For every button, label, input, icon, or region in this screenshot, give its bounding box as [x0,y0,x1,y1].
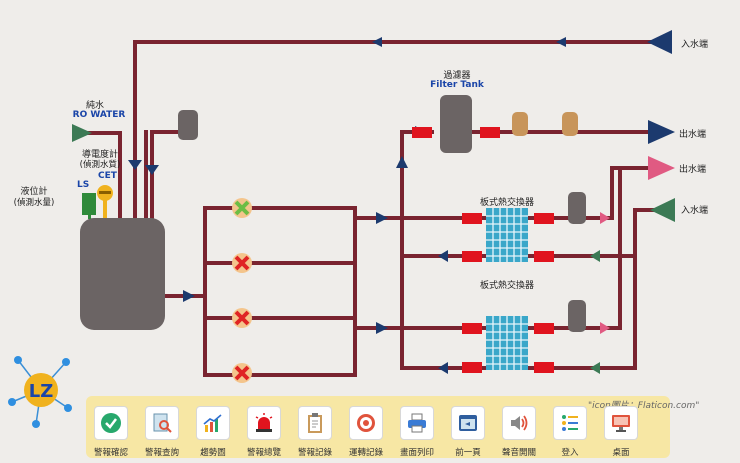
conductivity-meter [97,185,113,218]
desktop-button[interactable]: 桌面 [597,406,645,458]
inlet-label-top: 入水端 [681,40,709,50]
flow-arrow-left-green [590,250,600,262]
brown-cartridge [562,112,578,136]
alarm-confirm-button[interactable]: 警報確認 [87,406,135,458]
logo-text: LZ [29,381,54,402]
cooling-tank [568,300,586,332]
operation-record-button[interactable]: 運轉記錄 [342,406,390,458]
conductivity-sublabel: (偵測水質) [79,160,121,170]
search-document-icon [145,406,179,440]
desktop-icon [604,406,638,440]
target-record-icon [349,406,383,440]
previous-page-button[interactable]: 前一頁 [444,406,492,458]
valve-closed [232,253,252,273]
red-valve [480,127,500,138]
check-circle-icon [94,406,128,440]
red-valve [534,213,554,224]
outlet-label-blue: 出水端 [679,130,707,140]
filter-tank [440,95,472,153]
lz-logo: LZ [8,356,72,428]
flow-arrow-right-pink [600,322,610,334]
red-valve [462,323,482,334]
heat-exchanger-1-label: 板式熱交換器 [479,198,535,208]
inlet-arrow [647,30,672,54]
flow-arrows [128,30,675,374]
speaker-icon [502,406,536,440]
ro-inlet-arrow [72,124,92,142]
flow-arrow-down [145,165,159,175]
red-valve [462,251,482,262]
trend-chart-icon [196,406,230,440]
level-label: 液位計 [20,187,48,197]
main-water-tank [80,218,165,330]
red-valve [534,362,554,373]
back-page-icon [451,406,485,440]
icon-credit: "icon圖片：Flaticon.com" [588,401,700,411]
filter-label-en: Filter Tank [430,80,484,90]
level-sublabel: (偵測水量) [13,198,55,208]
ro-water-label-cn: 純水 [85,101,105,111]
level-meter [82,193,96,219]
flow-arrow-left [438,250,448,262]
valve-closed [232,363,252,383]
sound-toggle-button[interactable]: 聲音開關 [495,406,543,458]
flow-arrow-right [183,290,195,302]
ro-water-label-en: RO WATER [72,110,126,120]
level-code: LS [77,180,90,190]
pink-arrows [600,156,675,334]
print-screen-button[interactable]: 畫面列印 [393,406,441,458]
flow-arrow-right [376,322,388,334]
small-tank [178,110,198,140]
flow-arrow-left-green [590,362,600,374]
green-arrows [72,124,675,374]
outlet-label-pink: 出水端 [679,165,707,175]
flow-arrow-right [376,212,388,224]
clipboard-icon [298,406,332,440]
flow-arrow-left [438,362,448,374]
heat-exchanger-2-label: 板式熱交換器 [479,281,535,291]
brown-cartridge [512,112,528,136]
alarm-overview-button[interactable]: 警報總覽 [240,406,288,458]
red-valve [534,323,554,334]
valve-open [232,198,252,218]
flow-arrow-right-pink [600,212,610,224]
flow-arrow-left [556,37,566,47]
conductivity-label: 導電度計 [81,150,119,160]
red-valve [534,251,554,262]
cooling-tank [568,192,586,224]
red-valve [412,127,432,138]
filter-label-cn: 過濾器 [443,71,471,81]
red-valve [462,213,482,224]
conductivity-code: CET [98,171,117,181]
heat-exchanger-1 [486,208,528,262]
red-valve [462,362,482,373]
flow-arrow-down [128,160,142,170]
outlet-arrow [648,120,675,144]
alarm-query-button[interactable]: 警報查詢 [138,406,186,458]
flow-arrow-left [372,37,382,47]
siren-icon [247,406,281,440]
inlet-label-right: 入水端 [681,206,709,216]
inlet-arrow-green [650,198,675,222]
alarm-record-button[interactable]: 警報記錄 [291,406,339,458]
outlet-arrow-pink [648,156,675,180]
flow-arrow-up [396,156,408,168]
printer-icon [400,406,434,440]
valve-closed [232,308,252,328]
trend-chart-button[interactable]: 趨勢圖 [189,406,237,458]
login-button[interactable]: 登入 [546,406,594,458]
login-panel-icon [553,406,587,440]
heat-exchanger-2 [486,316,528,370]
